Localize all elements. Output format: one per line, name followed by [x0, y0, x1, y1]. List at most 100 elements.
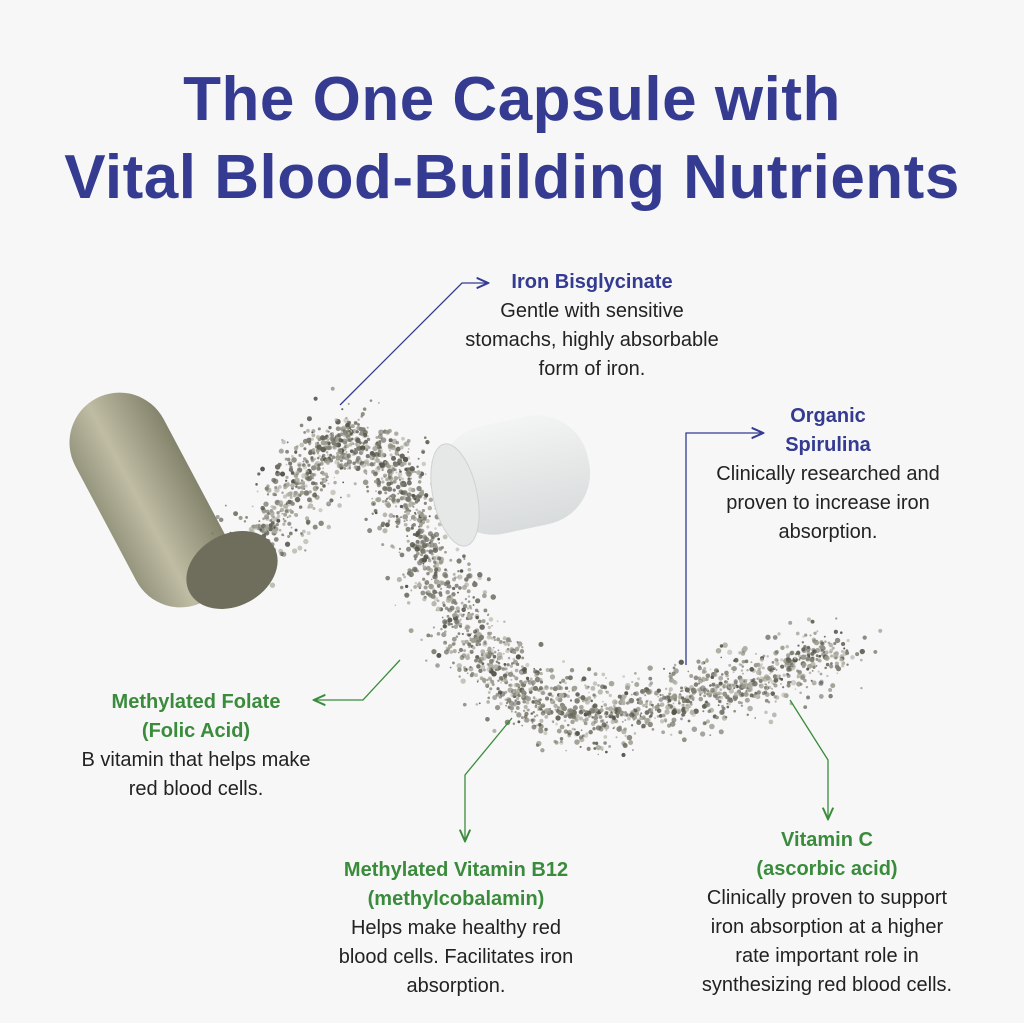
powder-grain	[345, 444, 350, 449]
powder-grain	[722, 691, 728, 697]
powder-grain	[378, 429, 384, 435]
powder-grain	[709, 694, 712, 698]
powder-grain	[461, 632, 464, 636]
powder-grain	[690, 687, 697, 694]
powder-grain	[572, 705, 578, 711]
powder-grain	[283, 483, 287, 487]
powder-grain	[506, 698, 512, 703]
powder-grain	[446, 607, 450, 611]
powder-grain	[644, 717, 650, 724]
powder-grain	[437, 556, 442, 561]
powder-grain	[273, 533, 276, 536]
powder-grain	[738, 678, 745, 684]
powder-grain	[661, 713, 666, 718]
powder-grain	[422, 520, 426, 523]
powder-grain	[353, 421, 358, 425]
powder-grain	[283, 519, 287, 523]
powder-grain	[705, 719, 711, 724]
powder-grain	[397, 476, 401, 479]
powder-grain	[416, 517, 423, 523]
powder-grain	[287, 481, 290, 484]
powder-grain	[445, 589, 450, 595]
powder-grain	[412, 505, 415, 508]
powder-grain	[403, 575, 406, 579]
powder-grain	[615, 736, 618, 739]
powder-grain	[334, 418, 338, 422]
powder-grain	[352, 461, 356, 466]
powder-grain	[425, 440, 430, 445]
powder-grain	[331, 432, 334, 435]
powder-grain	[777, 632, 781, 636]
powder-grain	[421, 461, 426, 467]
powder-grain	[507, 642, 511, 645]
powder-grain	[666, 701, 669, 704]
powder-grain	[325, 445, 331, 451]
powder-grain	[300, 485, 305, 490]
powder-grain	[845, 651, 850, 655]
powder-grain	[438, 542, 441, 544]
powder-grain	[463, 608, 465, 611]
powder-grain	[376, 497, 382, 503]
powder-grain	[706, 657, 708, 660]
powder-grain	[744, 659, 749, 664]
powder-grain	[462, 603, 468, 609]
powder-grain	[487, 691, 491, 694]
powder-grain	[381, 468, 384, 472]
powder-grain	[297, 486, 301, 490]
powder-grain	[416, 485, 422, 492]
powder-grain	[795, 631, 800, 636]
powder-grain	[557, 709, 563, 716]
callout-text: absorption.	[778, 521, 878, 543]
powder-grain	[775, 661, 780, 666]
powder-grain	[384, 491, 388, 495]
powder-grain	[353, 482, 357, 486]
powder-grain	[719, 644, 724, 648]
powder-grain	[575, 692, 580, 697]
powder-grain	[740, 669, 744, 672]
powder-grain	[502, 652, 505, 655]
folate-pointer	[315, 659, 401, 700]
powder-grain	[395, 515, 399, 518]
powder-grain	[561, 678, 566, 683]
powder-grain	[366, 489, 370, 493]
powder-grain	[680, 686, 684, 690]
powder-grain	[497, 649, 500, 652]
powder-grain	[295, 485, 298, 488]
powder-grain	[440, 580, 445, 586]
powder-grain	[363, 433, 368, 438]
powder-grain	[400, 516, 402, 518]
powder-grain	[460, 601, 464, 605]
powder-grain	[552, 721, 555, 723]
powder-grain	[348, 464, 352, 468]
powder-grain	[333, 442, 338, 447]
powder-grain	[384, 522, 390, 528]
powder-grain	[450, 594, 453, 598]
powder-grain	[566, 694, 570, 699]
powder-grain	[754, 691, 758, 695]
powder-grain	[366, 445, 370, 450]
powder-grain	[362, 441, 366, 445]
powder-grain	[634, 691, 640, 697]
powder-grain	[432, 589, 437, 595]
powder-grain	[451, 625, 454, 629]
powder-grain	[768, 681, 770, 684]
powder-grain	[641, 726, 644, 729]
powder-grain	[597, 753, 600, 756]
powder-grain	[809, 657, 815, 663]
powder-grain	[595, 744, 602, 751]
powder-grain	[642, 692, 645, 695]
powder-grain	[383, 475, 386, 478]
powder-grain	[294, 528, 298, 532]
powder-grain	[270, 521, 275, 525]
powder-grain	[720, 673, 724, 676]
powder-grain	[774, 667, 777, 670]
powder-grain	[338, 438, 343, 443]
powder-grain	[302, 438, 309, 444]
powder-grain	[688, 691, 691, 694]
powder-grain	[488, 617, 494, 622]
powder-grain	[321, 455, 324, 458]
powder-grain	[409, 466, 415, 472]
powder-grain	[398, 489, 404, 494]
powder-grain	[274, 464, 281, 470]
powder-grain	[398, 468, 401, 471]
